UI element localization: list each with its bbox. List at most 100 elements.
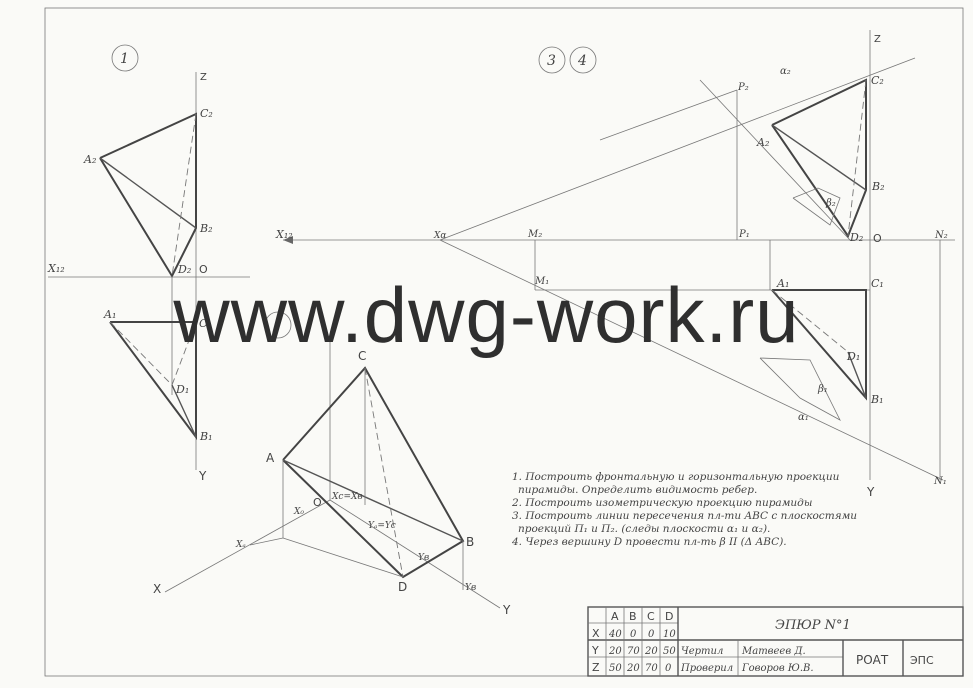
label-xa-iso: Xₐ bbox=[235, 540, 246, 550]
note-line-3: 2. Построить изометрическую проекцию пир… bbox=[511, 497, 812, 509]
section-2-isometric: X Y O A C B D Xₐ X₀ Xc=Xв Yₐ=Yc Yв Yв bbox=[153, 311, 511, 617]
tb-row-z-a: 50 bbox=[609, 663, 622, 674]
tb-dept: ЭПС bbox=[910, 654, 934, 667]
label-c1-2: C₁ bbox=[871, 277, 884, 290]
projection-line-4 bbox=[599, 89, 738, 141]
axis-o-1: O bbox=[199, 263, 208, 276]
label-beta2: β₂ bbox=[825, 198, 836, 209]
x12-arrow bbox=[283, 236, 293, 244]
tb-header-b: B bbox=[629, 610, 637, 623]
tb-role-checked: Проверил bbox=[680, 663, 733, 674]
edge-a1-d1-hidden bbox=[109, 321, 173, 386]
label-b1: B₁ bbox=[199, 430, 213, 443]
axis-z-1: Z bbox=[200, 72, 207, 83]
label-yb2-iso: Yв bbox=[465, 583, 476, 593]
label-xa-34: Xα bbox=[433, 231, 447, 241]
tb-row-x-a: 40 bbox=[608, 629, 622, 640]
label-m1: M₁ bbox=[534, 276, 549, 287]
axis-x-iso: X bbox=[153, 582, 161, 596]
label-b-iso: B bbox=[466, 535, 474, 549]
edge-a2-b2-2 bbox=[771, 124, 867, 191]
label-a2: A₂ bbox=[83, 153, 96, 166]
label-c-iso: C bbox=[358, 349, 366, 363]
label-d1: D₁ bbox=[175, 383, 189, 396]
label-beta1: β₁ bbox=[817, 384, 828, 395]
label-a-iso: A bbox=[266, 451, 275, 465]
label-alpha2: α₂ bbox=[780, 66, 791, 77]
label-d-iso: D bbox=[398, 580, 407, 594]
horizontal-outline bbox=[109, 321, 197, 441]
section-number-3: 3 bbox=[547, 53, 556, 69]
section-number-1: 1 bbox=[120, 51, 129, 67]
tb-row-x-label: X bbox=[592, 627, 600, 640]
label-p1: P₁ bbox=[738, 229, 750, 240]
projection-line-6 bbox=[699, 79, 851, 241]
title-block-border bbox=[587, 606, 964, 677]
tb-title: ЭПЮР N°1 bbox=[775, 618, 851, 633]
label-xc-xb-iso: Xc=Xв bbox=[331, 492, 363, 502]
iso-construction-2 bbox=[282, 537, 404, 578]
tb-row-z-c: 70 bbox=[645, 663, 658, 674]
label-yb-iso: Yв bbox=[418, 553, 429, 563]
trace-alpha1 bbox=[439, 239, 944, 481]
section-number-circle-2 bbox=[264, 311, 292, 339]
iso-y-axis bbox=[329, 499, 501, 609]
label-c1: C₁ bbox=[199, 317, 212, 330]
iso-edge-c-d-hidden bbox=[364, 367, 404, 578]
section-number-circle-4 bbox=[569, 46, 597, 74]
note-line-2: пирамиды. Определить видимость ребер. bbox=[518, 484, 757, 496]
axis-y-1: Y bbox=[198, 469, 207, 483]
axis-y-iso: Y bbox=[502, 603, 511, 617]
tb-header-c: C bbox=[647, 610, 655, 623]
note-line-4: 3. Построить линии пересечения пл-ти ABC… bbox=[512, 510, 857, 522]
tb-row-y-b: 70 bbox=[627, 646, 640, 657]
iso-x-axis bbox=[164, 499, 331, 593]
horizontal-outline-2 bbox=[771, 289, 867, 401]
label-a1: A₁ bbox=[103, 308, 116, 321]
iso-construction-5 bbox=[249, 537, 284, 546]
edge-c2-d2-hidden bbox=[171, 113, 197, 277]
edge-a2-b2 bbox=[99, 157, 197, 229]
plane-beta2-outline bbox=[792, 187, 841, 226]
sheet-frame bbox=[44, 7, 964, 677]
label-alpha1: α₁ bbox=[798, 412, 809, 423]
label-c2: C₂ bbox=[200, 107, 213, 120]
label-a1-2: A₁ bbox=[776, 277, 789, 290]
label-ya-yc-iso: Yₐ=Yc bbox=[368, 521, 396, 531]
label-xb2-iso: X₀ bbox=[293, 507, 304, 517]
edge-c2-d2-hidden-2 bbox=[847, 79, 867, 237]
iso-edge-a-b bbox=[282, 459, 464, 542]
label-n2: N₂ bbox=[934, 230, 948, 241]
label-b2-2: B₂ bbox=[871, 180, 885, 193]
tb-row-z-label: Z bbox=[592, 661, 600, 674]
axis-x12-2: X₁₂ bbox=[275, 228, 293, 241]
label-d2-2: D₂ bbox=[849, 231, 863, 244]
tb-header-d: D bbox=[665, 610, 673, 623]
axis-o-iso: O bbox=[313, 496, 322, 509]
label-b2: B₂ bbox=[199, 222, 213, 235]
label-m2: M₂ bbox=[527, 229, 542, 240]
trace-alpha2 bbox=[439, 57, 916, 241]
edge-a1-d1-hidden-2 bbox=[771, 289, 849, 353]
axis-z-2: Z bbox=[874, 34, 881, 45]
tb-row-y-label: Y bbox=[591, 644, 599, 657]
plane-beta1-outline bbox=[759, 357, 841, 421]
section-number-circle-1 bbox=[111, 44, 139, 72]
task-notes: 1. Построить фронтальную и горизонтальну… bbox=[511, 471, 857, 548]
section-number-4: 4 bbox=[577, 53, 587, 69]
tb-row-x-d: 10 bbox=[663, 629, 676, 640]
section-3-4-traces: 3 4 X₁₂ Z Y O P₂ α₂ A₂ C₂ B₂ bbox=[275, 30, 955, 499]
tb-row-y-a: 20 bbox=[608, 646, 622, 657]
label-d2: D₂ bbox=[177, 263, 191, 276]
edge-d1-b1 bbox=[171, 384, 197, 438]
tb-row-y-c: 20 bbox=[644, 646, 658, 657]
frontal-outline bbox=[99, 112, 197, 279]
section-number-circle-3 bbox=[538, 46, 566, 74]
edge-d1-c1-hidden bbox=[171, 321, 197, 386]
label-b1-2: B₁ bbox=[870, 393, 884, 406]
note-line-6: 4. Через вершину D провести пл-ть β II (… bbox=[511, 536, 787, 548]
label-d1-2: D₁ bbox=[846, 350, 860, 363]
tb-name-drew: Матвеев Д. bbox=[741, 646, 806, 657]
tb-row-x-b: 0 bbox=[630, 629, 637, 640]
